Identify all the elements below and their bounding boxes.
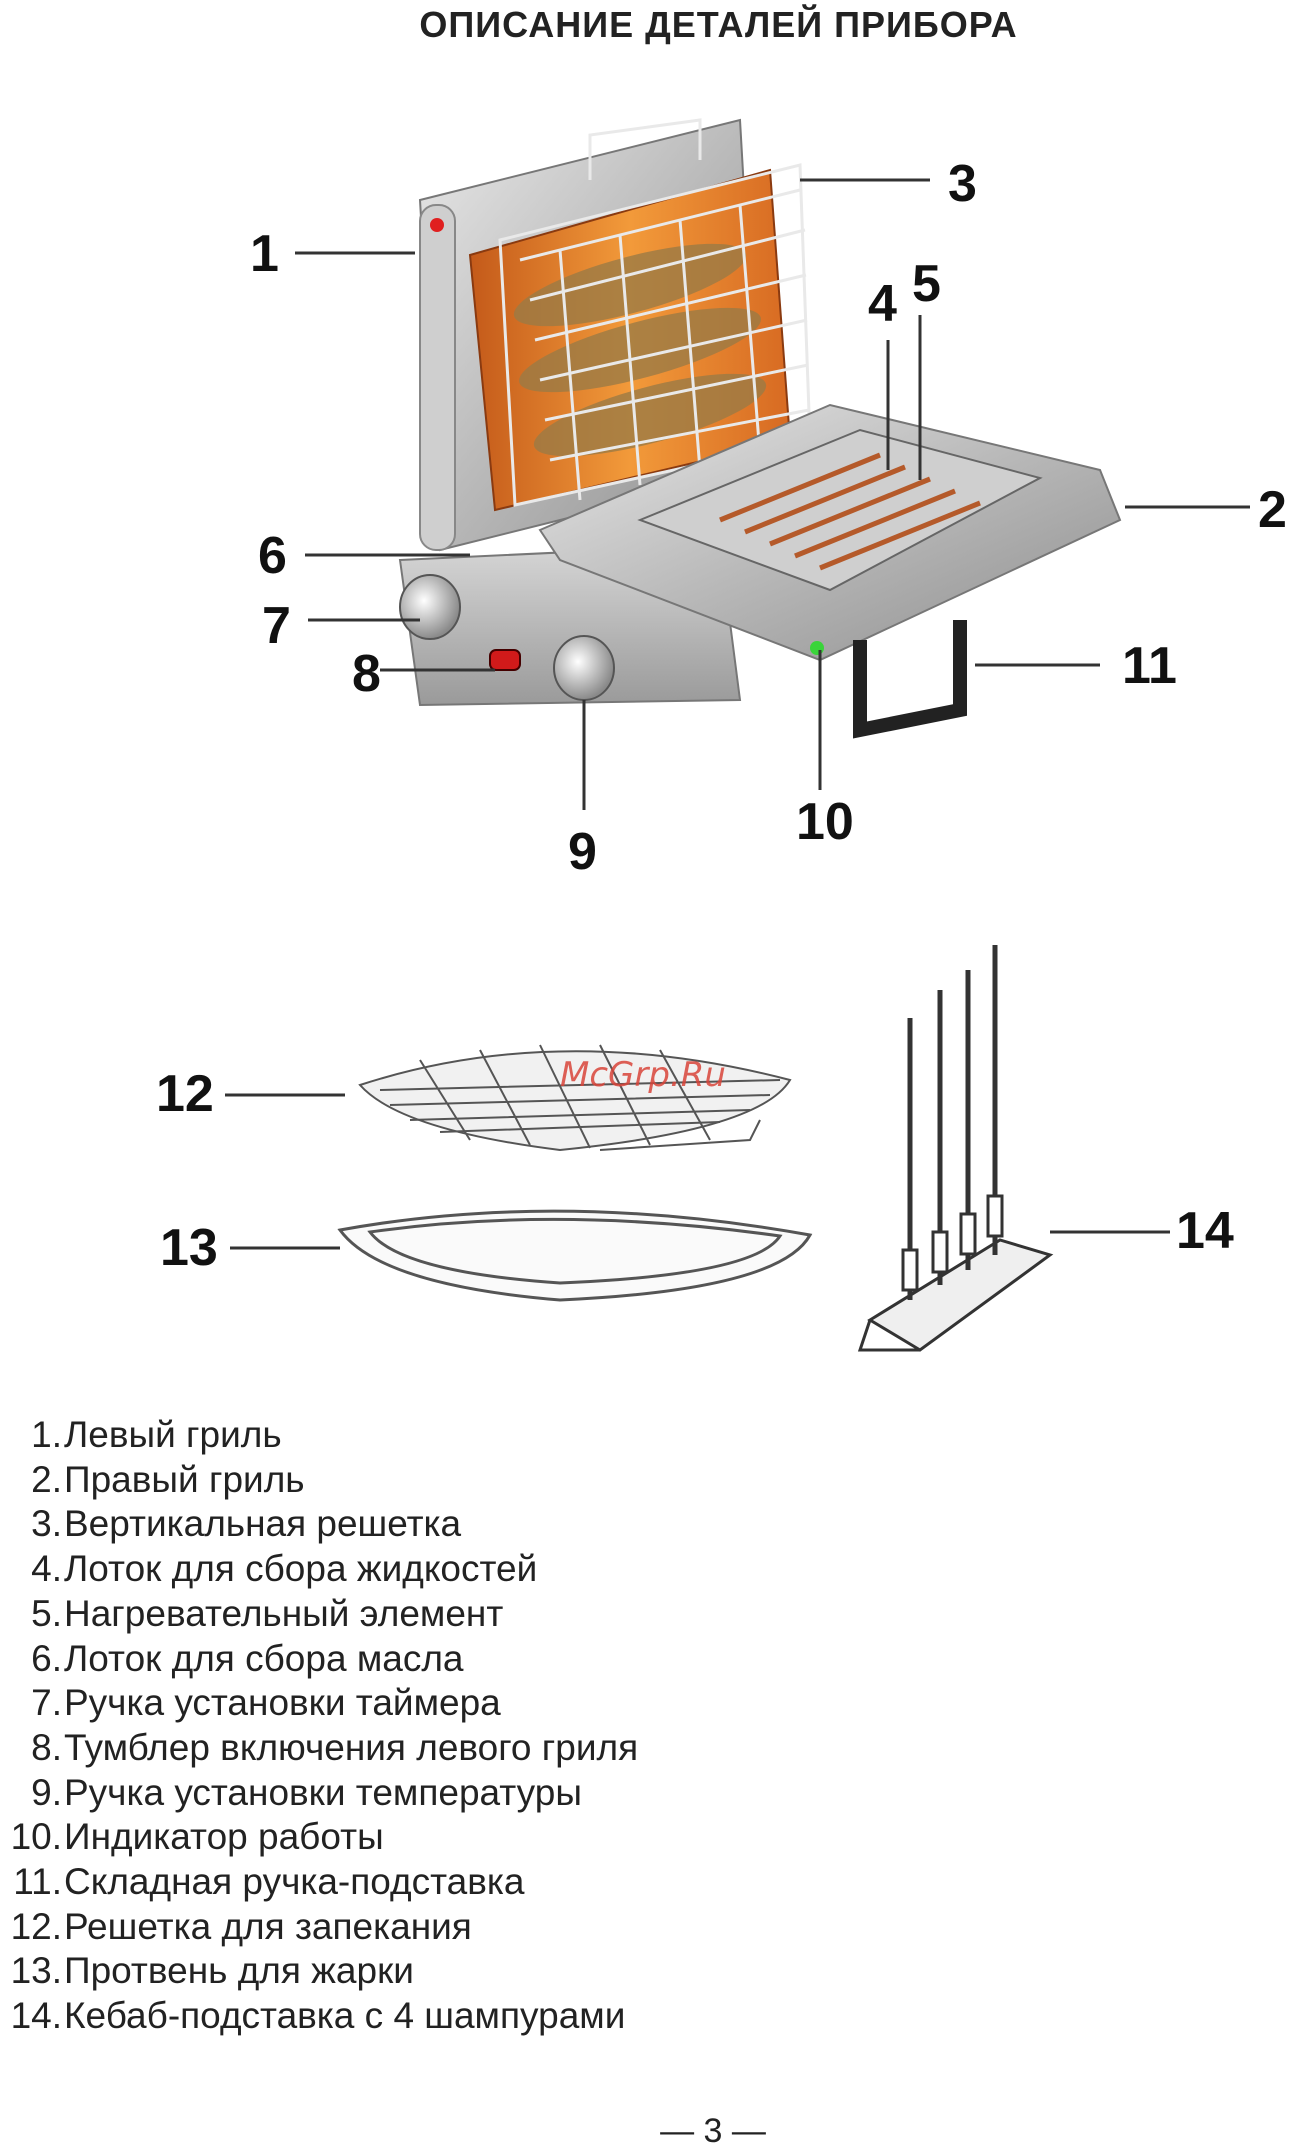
parts-legend: 1.Левый гриль 2.Правый гриль 3.Вертикаль… — [0, 1413, 900, 2039]
heating-element — [719, 452, 981, 571]
left-grill-switch — [489, 649, 521, 671]
temperature-knob — [553, 635, 615, 701]
legend-item: 9.Ручка установки температуры — [31, 1771, 582, 1813]
legend-item: 5.Нагревательный элемент — [31, 1592, 504, 1634]
folding-handle — [853, 620, 967, 739]
page-number: — 3 — — [660, 2112, 766, 2150]
legend-item: 14.Кебаб-подставка с 4 шампурами — [10, 1995, 626, 2037]
frying-tray — [337, 1209, 813, 1302]
vertical-rack — [498, 118, 812, 507]
callout-12: 12 — [156, 1065, 214, 1123]
legend-item: 1.Левый гриль — [31, 1414, 282, 1455]
callout-11: 11 — [1122, 637, 1177, 695]
callout-14: 14 — [1176, 1202, 1234, 1260]
callout-4: 4 — [868, 275, 897, 333]
watermark: McGrp.Ru — [560, 1055, 726, 1095]
callout-7: 7 — [262, 597, 291, 655]
callout-1: 1 — [250, 225, 279, 283]
page-title: ОПИСАНИЕ ДЕТАЛЕЙ ПРИБОРА — [419, 4, 1018, 45]
leader-lines — [225, 178, 1250, 1250]
callout-8: 8 — [352, 645, 381, 703]
legend-item: 6.Лоток для сбора масла — [31, 1637, 464, 1679]
legend-item: 4.Лоток для сбора жидкостей — [31, 1548, 538, 1590]
legend-item: 8.Тумблер включения левого гриля — [31, 1726, 639, 1768]
legend-item: 2.Правый гриль — [31, 1458, 305, 1500]
legend-item: 12.Решетка для запекания — [10, 1905, 472, 1947]
drip-tray — [637, 428, 1043, 592]
legend-item: 10.Индикатор работы — [10, 1816, 384, 1858]
power-indicator — [810, 641, 824, 655]
callout-6: 6 — [258, 527, 287, 585]
timer-knob — [399, 574, 461, 640]
legend-item: 11.Складная ручка-подставка — [13, 1861, 525, 1903]
callout-5: 5 — [912, 255, 941, 313]
callout-10: 10 — [796, 793, 854, 851]
callout-3: 3 — [948, 155, 977, 213]
callout-13: 13 — [160, 1219, 218, 1277]
legend-item: 7.Ручка установки таймера — [31, 1682, 501, 1724]
callout-2: 2 — [1258, 481, 1287, 539]
baking-grid — [358, 1044, 792, 1152]
kebab-stand — [857, 945, 1054, 1352]
legend-item: 13.Протвень для жарки — [10, 1950, 414, 1992]
legend-item: 3.Вертикальная решетка — [31, 1503, 462, 1545]
right-grill — [538, 403, 1122, 739]
callout-9: 9 — [568, 823, 597, 881]
